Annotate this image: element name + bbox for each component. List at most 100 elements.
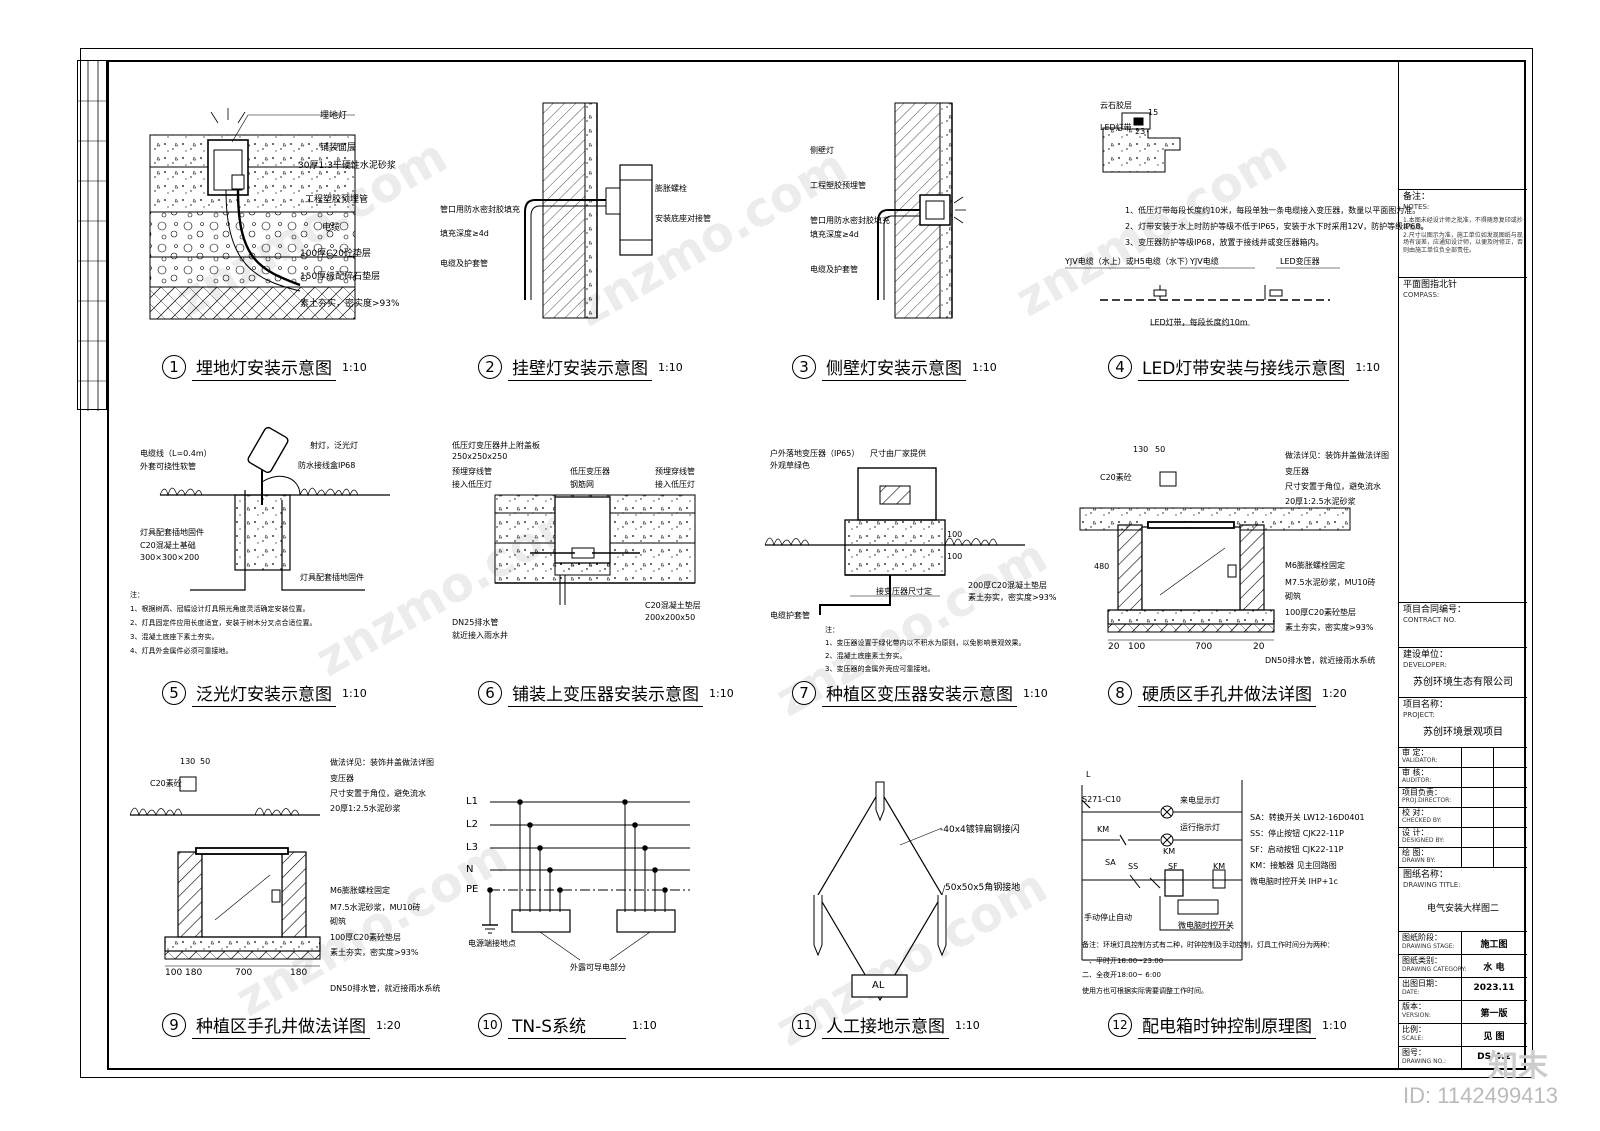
role-label-en: CHECKED BY: <box>1402 817 1442 824</box>
role-label: 项目负责： <box>1402 788 1442 797</box>
drawing-title-text: 挂壁灯安装示意图 <box>508 354 652 381</box>
annotation-label: PE <box>466 884 479 895</box>
grid-line <box>1461 1047 1462 1070</box>
drawing-title-11: 11 人工接地示意图 1:10 <box>792 1010 980 1040</box>
annotation-label: 电缆护套管 <box>770 611 810 620</box>
annotation-label: KM <box>1163 847 1176 856</box>
drawing-title-8: 8 硬质区手孔井做法详图 1:20 <box>1108 678 1347 708</box>
title-block-logo-area <box>1399 60 1527 190</box>
drawing-number: 5 <box>162 681 186 705</box>
annotation-label: 素土夯实，密实度>93% <box>968 593 1057 602</box>
note-1: 1.本图未经设计师之批准，不得随意复印或抄袭他用。 <box>1403 216 1523 232</box>
info-value: 2023.11 <box>1473 983 1515 993</box>
annotation-label: 埋地灯 <box>320 111 348 121</box>
drawing-title-text: 种植区手孔井做法详图 <box>192 1012 370 1039</box>
annotation-label: 变压器 <box>330 774 354 783</box>
detail-3-side-wall-light <box>877 102 966 319</box>
developer-label: 建设单位： <box>1403 650 1449 660</box>
drawing-scale: 1:10 <box>1023 686 1048 700</box>
annotation-label: 50x50x5角钢接地 <box>945 883 1021 893</box>
drawing-number: 2 <box>478 355 502 379</box>
annotation-label: 膨胀螺栓 <box>655 184 687 193</box>
annotation-label: 尺寸安置于角位，避免流水 <box>330 789 426 798</box>
annotation-label: DN50排水管，就近接雨水系统 <box>1265 656 1376 665</box>
annotation-label: S271-C10 <box>1082 795 1121 804</box>
info-label-en: SCALE: <box>1402 1035 1424 1042</box>
role-label-en: VALIDATOR: <box>1402 757 1438 764</box>
detail-8-hard-area-handhole <box>1079 471 1351 641</box>
note-2: 2.尺寸以图示为准，施工单位如发现图纸与现场有误差，应通知设计师，以便及时修正，… <box>1403 231 1524 254</box>
notes-label: 备注： <box>1403 192 1431 202</box>
info-value: DS-4.2 <box>1477 1052 1511 1062</box>
annotation-label: 接入低压灯 <box>655 480 695 489</box>
developer-label-en: DEVELOPER: <box>1403 661 1447 670</box>
annotation-label: 2、灯带安装于水上时防护等级不低于IP65，安装于水下时采用12V，防护等级IP… <box>1125 222 1429 231</box>
drawing-title-text: 侧壁灯安装示意图 <box>822 354 966 381</box>
drawing-scale: 1:20 <box>376 1018 401 1032</box>
contract-label: 项目合同编号： <box>1403 605 1467 615</box>
annotation-label: AL <box>872 980 885 991</box>
annotation-label: 2、混凝土底座素土夯实。 <box>825 652 907 660</box>
drawing-number: 9 <box>162 1013 186 1037</box>
annotation-label: 480 <box>1094 562 1110 571</box>
drawing-title-10: 10 TN-S系统 1:10 <box>478 1010 657 1040</box>
annotation-label: 20 <box>1108 642 1120 652</box>
drawing-title-6: 6 铺装上变压器安装示意图 1:10 <box>478 678 734 708</box>
detail-7-planting-transformer <box>764 467 1025 615</box>
annotation-label: 130 <box>1133 445 1149 454</box>
notes-section: 备注：NOTES: 1.本图未经设计师之批准，不得随意复印或抄袭他用。 2.尺寸… <box>1399 190 1527 278</box>
annotation-label: LED灯带，每段长度约10m <box>1150 318 1248 327</box>
annotation-label: 700 <box>235 968 253 978</box>
title-block: 备注：NOTES: 1.本图未经设计师之批准，不得随意复印或抄袭他用。 2.尺寸… <box>1398 60 1527 1070</box>
annotation-label: YJV电缆（水上）或H5电缆（水下） <box>1065 257 1193 266</box>
annotation-label: 低压灯变压器井上附盖板 <box>452 441 540 450</box>
info-value: 第一版 <box>1480 1009 1508 1019</box>
drawing-number: 7 <box>792 681 816 705</box>
annotation-label: M6膨胀螺栓固定 <box>330 886 390 895</box>
info-value: 水 电 <box>1483 963 1505 973</box>
annotation-label: 灯具配套插地固件 <box>140 528 204 537</box>
contract-label-en: CONTRACT NO. <box>1403 616 1457 625</box>
annotation-label: DN50排水管，就近接雨水系统 <box>330 984 441 993</box>
grid-line <box>1461 1001 1462 1024</box>
role-label-en: DESIGNED BY: <box>1402 837 1445 844</box>
annotation-label: 注： <box>130 591 144 599</box>
annotation-label: 200x200x50 <box>645 613 696 622</box>
annotation-label: 100 <box>947 530 963 539</box>
drawing-title-3: 3 侧壁灯安装示意图 1:10 <box>792 352 997 382</box>
annotation-label: SS <box>1128 862 1139 871</box>
grid-line <box>1461 955 1462 978</box>
annotation-label: 电源端接地点 <box>468 939 516 948</box>
annotation-label: 外露可导电部分 <box>570 963 626 972</box>
brand-logo: 知末 <box>1488 1050 1548 1083</box>
annotation-label: 变压器 <box>1285 467 1309 476</box>
annotation-label: 云石胶层 <box>1100 101 1132 110</box>
drawing-scale: 1:10 <box>1355 360 1381 374</box>
developer-section: 建设单位：DEVELOPER: 苏创环境生态有限公司 <box>1399 648 1527 698</box>
annotation-label: 20 <box>1253 642 1265 652</box>
role-label: 绘 图： <box>1402 848 1429 857</box>
grid-line <box>1461 748 1462 768</box>
detail-1-inground-light <box>149 108 356 320</box>
drawing-scale: 1:10 <box>709 686 734 700</box>
info-label-en: DRAWING STAGE: <box>1402 943 1455 950</box>
annotation-label: 1、变压器设置于绿化带内以不积水为原则，以免影响景观效果。 <box>825 639 1026 647</box>
annotation-label: 100 <box>1128 642 1146 652</box>
drawing-number: 10 <box>478 1013 502 1037</box>
info-row: 比例：SCALE:见 图 <box>1399 1024 1527 1047</box>
annotation-label: 3、变压器防护等级IP68，放置于接线井或变压器箱内。 <box>1125 238 1324 247</box>
drawing-title-text: 泛光灯安装示意图 <box>192 680 336 707</box>
annotation-label: 微电脑时控开关 IHP+1c <box>1250 877 1338 886</box>
drawing-title-label-en: DRAWING TITLE: <box>1403 881 1461 890</box>
annotation-label: M7.5水泥砂浆，MU10砖 <box>330 903 421 912</box>
annotation-label: 150厚级配碎石垫层 <box>300 272 381 282</box>
role-label-en: DRAWN BY: <box>1402 857 1436 864</box>
annotation-label: 电缆及护套管 <box>810 265 858 274</box>
annotation-label: 100 <box>165 968 183 978</box>
info-row: 出图日期：DATE:2023.11 <box>1399 978 1527 1001</box>
annotation-label: 户外落地变压器（IP65） <box>770 449 860 458</box>
annotation-label: 预埋穿线管 <box>655 467 695 476</box>
drawing-scale: 1:10 <box>342 360 367 374</box>
detail-4-led-strip <box>1065 112 1340 326</box>
